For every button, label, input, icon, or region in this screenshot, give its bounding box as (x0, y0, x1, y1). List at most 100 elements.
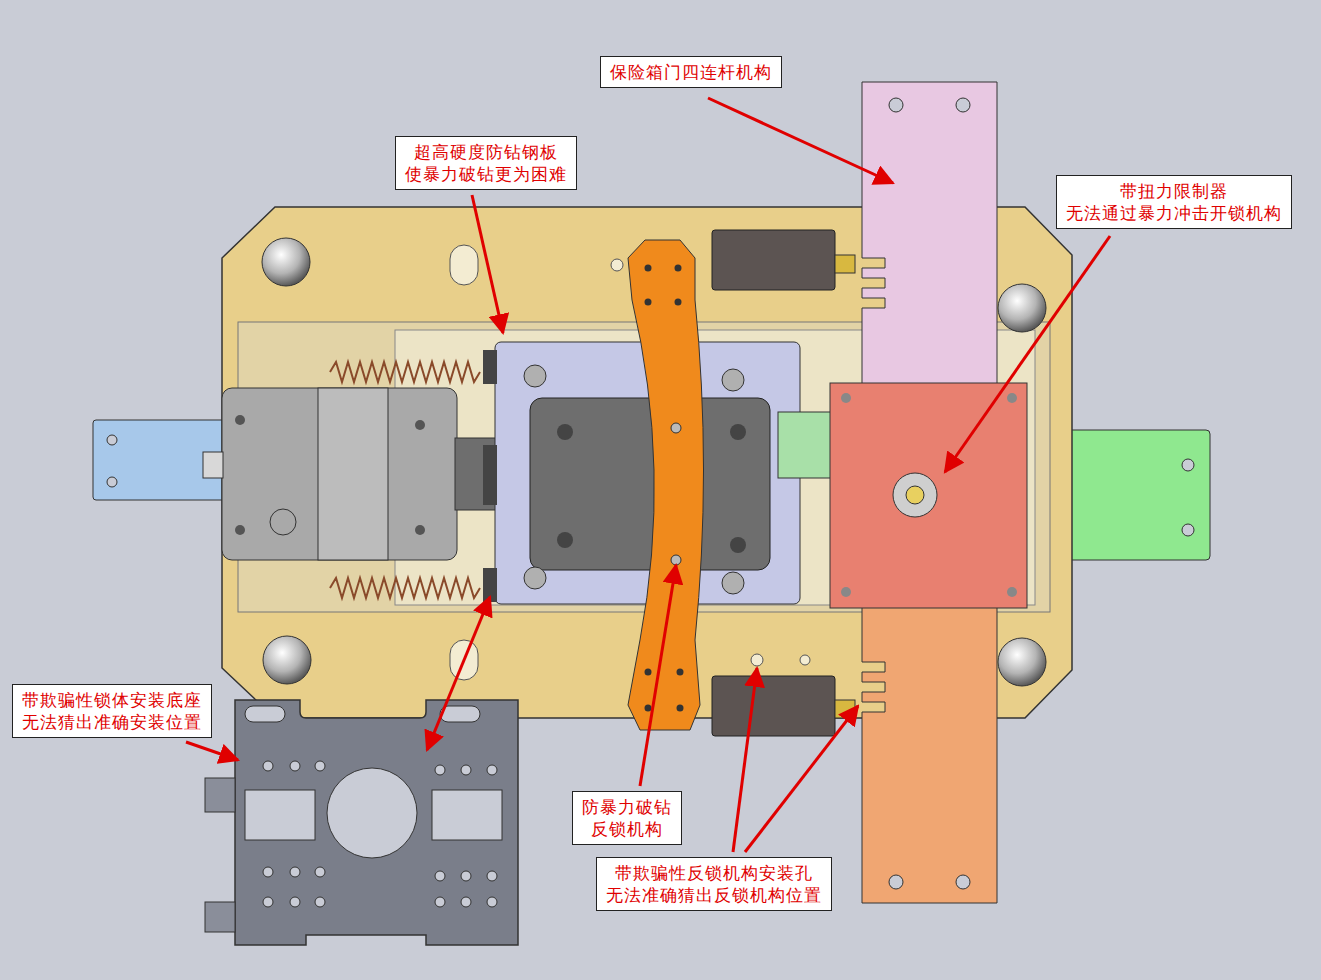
standoff (524, 365, 546, 387)
hole (315, 867, 325, 877)
bearing-ball (262, 238, 310, 286)
standoff (722, 369, 744, 391)
screw (841, 587, 851, 597)
callout-box: 防暴力破钻 反锁机构 (572, 791, 682, 845)
lock-body (222, 388, 457, 560)
hole (645, 265, 652, 272)
connector (455, 438, 497, 510)
hole (487, 871, 497, 881)
base-tab (205, 902, 235, 932)
mounting-base (235, 700, 518, 945)
hole (461, 871, 471, 881)
clamp (318, 388, 388, 560)
hole (675, 265, 682, 272)
relock-block (712, 230, 835, 290)
cutout (245, 790, 315, 840)
screw (1007, 587, 1017, 597)
screw (415, 525, 425, 535)
callout-box: 带欺骗性锁体安装底座 无法猜出准确安装位置 (12, 684, 212, 738)
leader-arrow (708, 98, 893, 183)
hole (956, 98, 970, 112)
slot (440, 706, 480, 722)
bearing-ball (998, 284, 1046, 332)
inner-lock (530, 398, 770, 570)
keyhole (270, 509, 296, 535)
leader-arrow (945, 236, 1110, 472)
base-tab (205, 778, 235, 812)
hole (315, 897, 325, 907)
hole (461, 897, 471, 907)
screw (1007, 393, 1017, 403)
hole (487, 897, 497, 907)
callout-text: 带欺骗性反锁机构安装孔 无法准确猜出反锁机构位置 (606, 862, 822, 906)
hole (889, 98, 903, 112)
cutout (327, 768, 417, 858)
torque-limiter (830, 383, 1027, 608)
hole (677, 705, 684, 712)
hole (675, 299, 682, 306)
leader-arrow (472, 195, 503, 333)
relock-bar (628, 240, 704, 730)
hole (889, 875, 903, 889)
spring (330, 362, 480, 382)
shaft (906, 486, 924, 504)
callout-text: 带欺骗性锁体安装底座 无法猜出准确安装位置 (22, 689, 202, 733)
screw (415, 420, 425, 430)
hole (645, 669, 652, 676)
callout-text: 保险箱门四连杆机构 (610, 61, 772, 83)
standoff (722, 572, 744, 594)
screw (730, 537, 746, 553)
top-link-bar (862, 82, 997, 385)
slot (245, 706, 285, 722)
hole (107, 477, 117, 487)
hole (611, 259, 623, 271)
spring (330, 578, 480, 598)
callout-box: 超高硬度防钻钢板 使暴力破钻更为困难 (395, 136, 577, 190)
leader-arrow (186, 742, 238, 760)
hole (751, 654, 763, 666)
hole (435, 897, 445, 907)
nut (893, 473, 937, 517)
standoff (524, 567, 546, 589)
tab (483, 445, 497, 505)
screw (235, 525, 245, 535)
hole (645, 705, 652, 712)
hole (645, 299, 652, 306)
callout-text: 带扭力限制器 无法通过暴力冲击开锁机构 (1066, 180, 1282, 224)
slot (450, 245, 478, 285)
hole (956, 875, 970, 889)
screw (235, 415, 245, 425)
callout-text: 超高硬度防钻钢板 使暴力破钻更为困难 (405, 141, 567, 185)
leader-arrow (427, 597, 490, 750)
screw (557, 532, 573, 548)
relock-block (712, 676, 835, 736)
hole (315, 761, 325, 771)
blue-plate (93, 420, 233, 500)
hole (290, 761, 300, 771)
hole (107, 435, 117, 445)
relock-pin (835, 255, 855, 273)
hole (461, 765, 471, 775)
hole (1182, 524, 1194, 536)
hole (263, 761, 273, 771)
hole (263, 897, 273, 907)
tab (483, 350, 497, 384)
latch (203, 452, 223, 478)
leader-arrow (733, 668, 757, 852)
hole (1182, 459, 1194, 471)
callout-text: 防暴力破钻 反锁机构 (582, 796, 672, 840)
hole (435, 871, 445, 881)
hole (487, 765, 497, 775)
screw (730, 424, 746, 440)
hole (435, 765, 445, 775)
bottom-link-bar (862, 600, 997, 903)
hole (290, 867, 300, 877)
callout-box: 保险箱门四连杆机构 (600, 56, 782, 88)
hole (800, 655, 810, 665)
leader-arrow (745, 706, 858, 852)
cutout (432, 790, 502, 840)
hole (290, 897, 300, 907)
leader-arrow (640, 565, 676, 786)
callout-box: 带欺骗性反锁机构安装孔 无法准确猜出反锁机构位置 (596, 857, 832, 911)
